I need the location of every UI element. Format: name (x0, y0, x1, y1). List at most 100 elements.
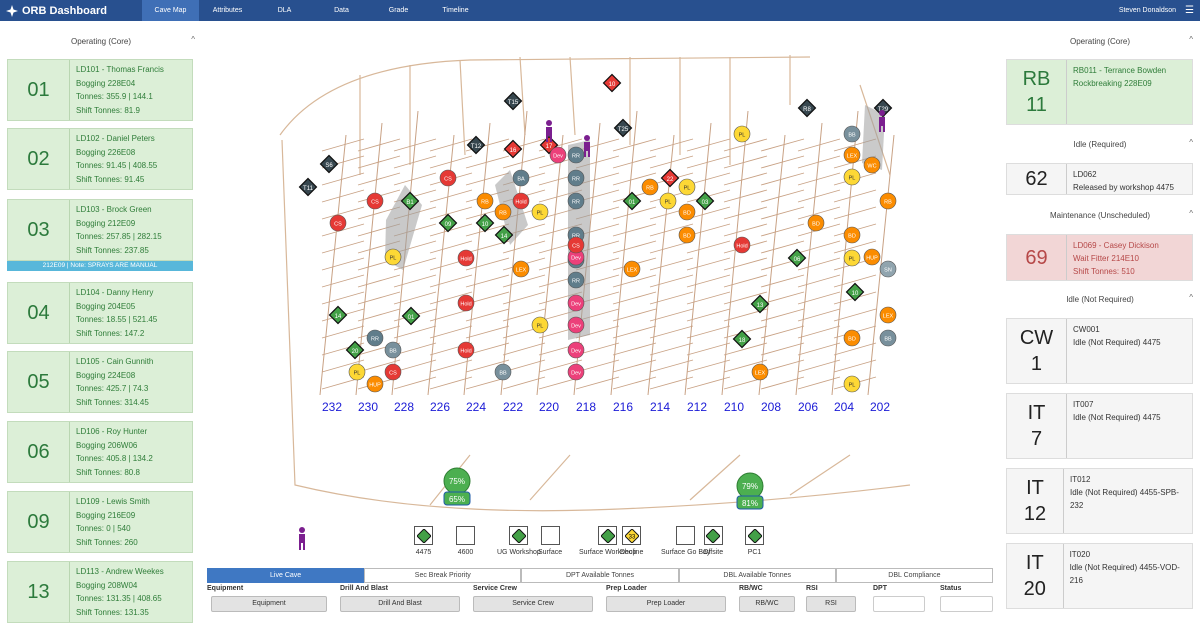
equipment-bubble[interactable]: BD (843, 226, 861, 244)
equipment-bubble[interactable]: Hold (733, 236, 751, 254)
tab-cave-map[interactable]: Cave Map (142, 0, 199, 21)
person-icon[interactable] (879, 110, 885, 132)
equipment-bubble[interactable]: BB (494, 363, 512, 381)
equipment-bubble[interactable]: PL (733, 125, 751, 143)
location-marker[interactable]: 01 (401, 306, 421, 326)
right-section-header[interactable]: Operating (Core)^ (1005, 30, 1195, 52)
location-marker[interactable]: 14 (494, 225, 514, 245)
status-input[interactable] (940, 596, 993, 612)
crusher-left[interactable]: 75% 65% (443, 467, 471, 506)
tab-grade[interactable]: Grade (388, 7, 409, 14)
equipment-bubble[interactable]: Dev (567, 248, 585, 266)
legend-item[interactable]: PC1 (745, 526, 764, 556)
location-marker[interactable]: 16 (503, 139, 523, 159)
equipment-bubble[interactable]: CS (439, 169, 457, 187)
map-diamonds[interactable]: 101617T12T25T15S6R8T11T29B10901061003142… (298, 73, 893, 360)
equipment-bubble[interactable]: BA (512, 169, 530, 187)
location-marker[interactable]: S6 (319, 154, 339, 174)
equipment-bubble[interactable]: PL (531, 203, 549, 221)
legend-item[interactable]: 4600 (456, 526, 475, 556)
location-marker[interactable]: 13 (750, 294, 770, 314)
brand[interactable]: ORB Dashboard (0, 4, 142, 17)
equipment-bubble[interactable]: BD (843, 329, 861, 347)
equipment-bubble[interactable]: Hold (512, 192, 530, 210)
rsi-filter-button[interactable]: RSI (806, 596, 856, 612)
location-marker[interactable]: 09 (438, 213, 458, 233)
equipment-filter-button[interactable]: Equipment (211, 596, 327, 612)
equipment-bubble[interactable]: PL (384, 248, 402, 266)
location-marker[interactable]: T25 (613, 118, 633, 138)
rb-wc-filter-button[interactable]: RB/WC (739, 596, 795, 612)
right-section-header[interactable]: Idle (Required)^ (1005, 133, 1195, 155)
equipment-bubble[interactable]: LEX (879, 306, 897, 324)
equipment-bubble[interactable]: PL (531, 316, 549, 334)
equipment-bubble[interactable]: RR (567, 146, 585, 164)
equipment-bubble[interactable]: HUP (863, 248, 881, 266)
tab-timeline[interactable]: Timeline (442, 7, 469, 14)
person-icon[interactable] (584, 135, 590, 157)
location-marker[interactable]: 18 (732, 329, 752, 349)
equipment-bubble[interactable]: LEX (751, 363, 769, 381)
equipment-bubble[interactable]: LEX (843, 146, 861, 164)
collapse-icon[interactable]: ^ (1189, 209, 1193, 218)
legend-item[interactable]: Offsite (703, 526, 723, 556)
tab-dla[interactable]: DLA (277, 7, 292, 14)
tab-live-cave[interactable]: Live Cave (207, 568, 365, 583)
equipment-bubble[interactable]: PL (659, 192, 677, 210)
user-name[interactable]: Steven Donaldson (1118, 7, 1177, 14)
collapse-icon[interactable]: ^ (191, 35, 195, 44)
tab-dbl-compliance[interactable]: DBL Compliance (835, 568, 994, 583)
right-section-header[interactable]: Idle (Not Required)^ (1005, 288, 1195, 310)
equipment-bubble[interactable]: RR (567, 192, 585, 210)
equipment-bubble[interactable]: RB (879, 192, 897, 210)
location-marker[interactable]: T11 (298, 177, 318, 197)
tab-attributes[interactable]: Attributes (212, 7, 243, 14)
right-section-header[interactable]: Maintenance (Unscheduled)^ (1005, 204, 1195, 226)
equipment-bubble[interactable]: BD (807, 214, 825, 232)
legend-item[interactable]: Surface (538, 526, 562, 556)
location-marker[interactable]: T15 (503, 91, 523, 111)
tab-sec-break-priority[interactable]: Sec Break Priority (364, 568, 522, 583)
location-marker[interactable]: 10 (475, 213, 495, 233)
equipment-bubble[interactable]: Dev (567, 316, 585, 334)
equipment-bubble[interactable]: PL (843, 168, 861, 186)
location-marker[interactable]: 01 (622, 191, 642, 211)
person-icon[interactable] (295, 527, 309, 551)
legend-item[interactable]: Surface Go Bay (661, 526, 710, 556)
legend-item[interactable]: UG Workshop (497, 526, 541, 556)
collapse-icon[interactable]: ^ (1189, 138, 1193, 147)
equipment-bubble[interactable]: BB (879, 329, 897, 347)
location-marker[interactable]: T29 (873, 98, 893, 118)
equipment-bubble[interactable]: BB (843, 125, 861, 143)
equipment-bubble[interactable]: RB (476, 192, 494, 210)
equipment-bubble[interactable]: RR (567, 169, 585, 187)
equipment-bubble[interactable]: RR (567, 271, 585, 289)
equipment-bubble[interactable]: RB (494, 203, 512, 221)
left-section-header[interactable]: Operating (Core) ^ (5, 30, 197, 52)
equipment-bubble[interactable]: Hold (457, 249, 475, 267)
location-marker[interactable]: 10 (845, 282, 865, 302)
drill-blast-filter-button[interactable]: Drill And Blast (340, 596, 460, 612)
equipment-bubble[interactable]: BD (678, 226, 696, 244)
person-icon[interactable] (546, 120, 552, 142)
service-crew-filter-button[interactable]: Service Crew (473, 596, 593, 612)
equipment-bubble[interactable]: Dev (567, 363, 585, 381)
equipment-bubble[interactable]: CS (329, 214, 347, 232)
equipment-bubble[interactable]: PL (843, 375, 861, 393)
equipment-bubble[interactable]: CS (567, 236, 585, 254)
equipment-bubble[interactable]: BD (678, 203, 696, 221)
location-marker[interactable]: 14 (328, 305, 348, 325)
menu-icon[interactable]: ☰ (1185, 5, 1194, 16)
legend-item[interactable]: 4475 (414, 526, 433, 556)
